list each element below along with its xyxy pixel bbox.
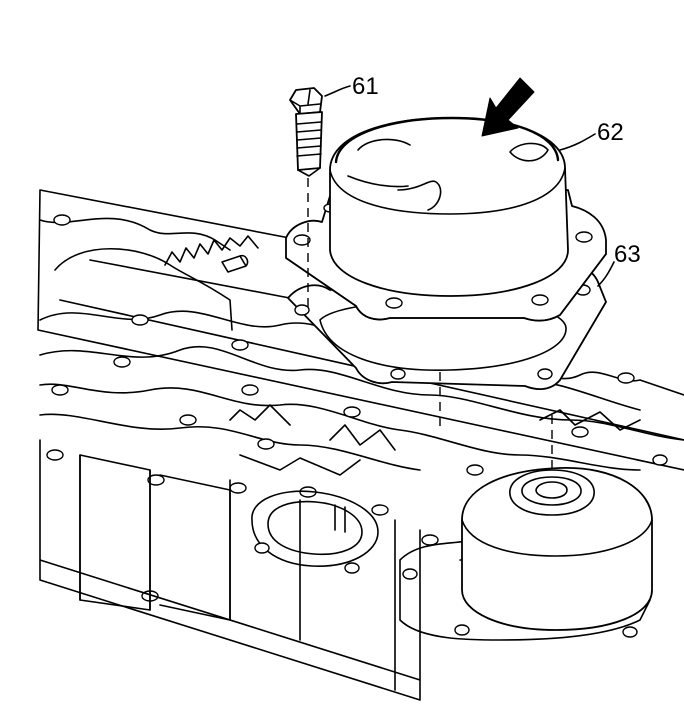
callout-label-gasket: 63 [614, 241, 641, 268]
leader-line-bolt [324, 85, 351, 97]
direction-arrow [481, 77, 535, 137]
valve-body-pocket [79, 454, 231, 621]
leader-line-gasket [597, 261, 615, 287]
leader-line-cover [559, 133, 596, 151]
bolt [289, 87, 323, 177]
gear-teeth [164, 235, 259, 266]
callout-label-cover: 62 [597, 119, 624, 146]
valve-body-plate-outline [37, 189, 684, 471]
gear-pin [221, 254, 249, 273]
flange-hole [454, 624, 470, 636]
valve-body-channel [39, 413, 421, 471]
lower-accumulator-dome [461, 467, 653, 631]
valve-body-channel [229, 404, 396, 451]
callout-label-bolt: 61 [352, 73, 379, 100]
flange-hole [402, 568, 418, 580]
valve-body [37, 189, 684, 701]
accumulator-cover [285, 116, 607, 322]
valve-body-channel [39, 345, 684, 441]
valve-body-channel [539, 409, 641, 431]
flange-hole [622, 626, 638, 638]
valve-body-cavity [239, 454, 379, 574]
